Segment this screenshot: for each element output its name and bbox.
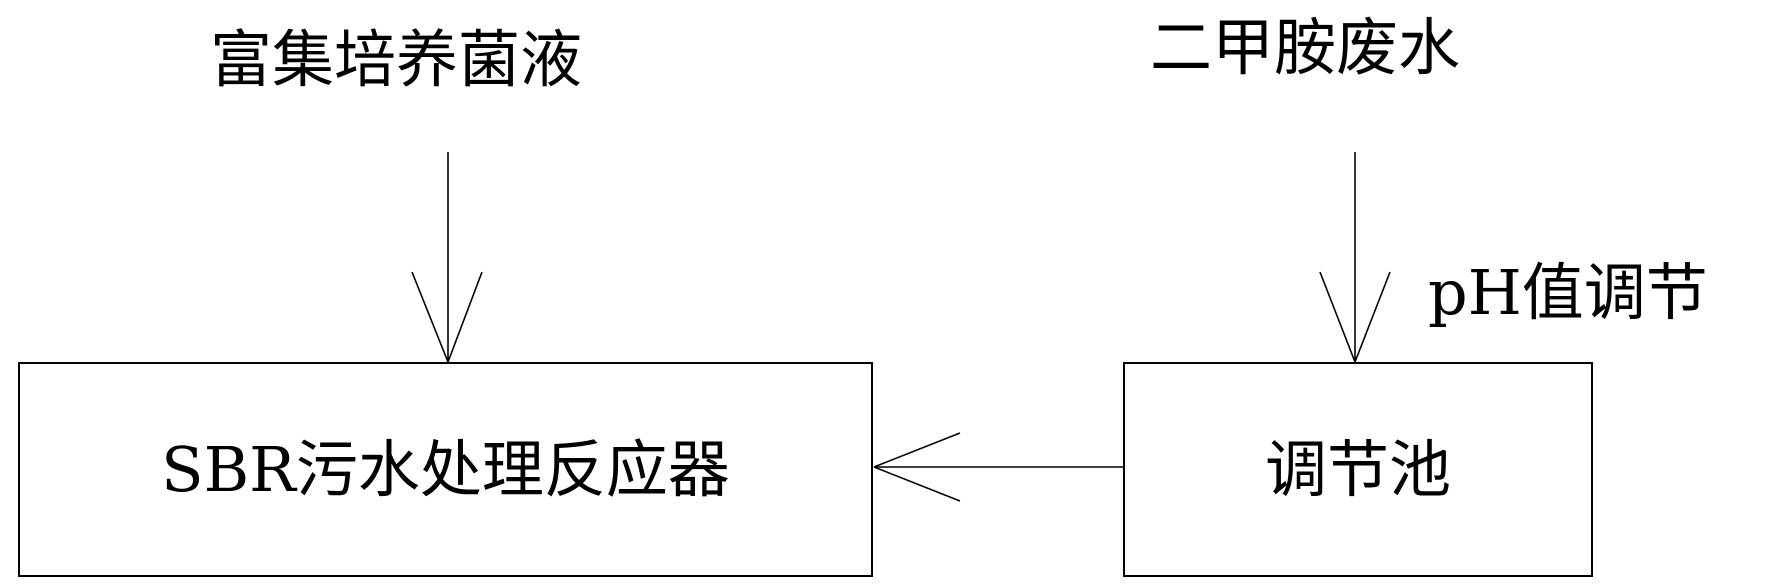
sbr-reactor-box: SBR污水处理反应器 [18,362,873,577]
arrowhead-bottom-stroke [873,466,961,502]
arrowhead-left-stroke [1319,271,1356,363]
arrowhead-top-stroke [873,432,961,468]
arrow-culture-to-sbr [411,152,483,363]
arrow-wastewater-to-tank [1319,152,1391,363]
arrow-tank-to-sbr [873,432,1124,502]
arrowhead-left-stroke [411,271,449,363]
enrichment-culture-label: 富集培养菌液 [210,23,583,96]
regulating-tank-box: 调节池 [1123,362,1593,577]
dimethylamine-wastewater-label: 二甲胺废水 [1150,11,1461,84]
regulating-tank-label: 调节池 [1264,432,1451,506]
sbr-reactor-label: SBR污水处理反应器 [161,432,730,506]
arrowhead-right-stroke [1354,271,1391,363]
arrowhead-right-stroke [447,271,483,363]
ph-adjustment-label: pH值调节 [1428,256,1708,329]
